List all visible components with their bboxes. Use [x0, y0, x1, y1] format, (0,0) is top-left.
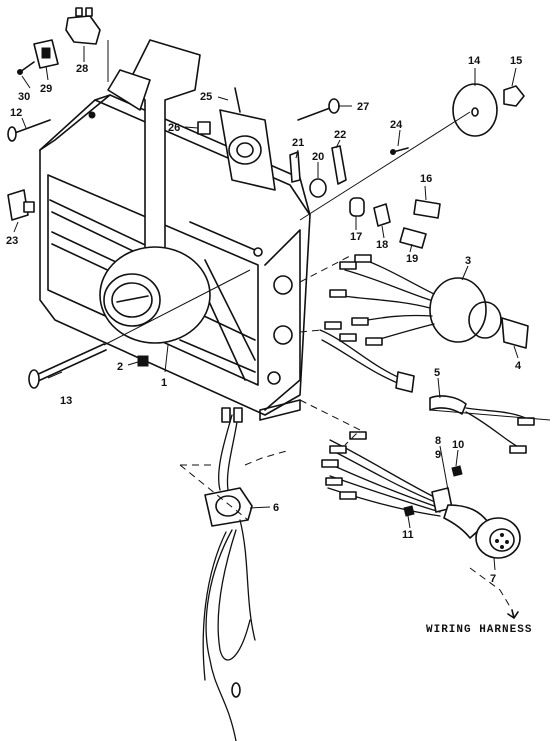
label-3: 3	[465, 255, 471, 267]
label-2: 2	[117, 361, 123, 373]
control-lever	[99, 39, 211, 344]
wiring-harness-connector	[321, 431, 521, 559]
long-bolt	[28, 269, 251, 389]
label-24: 24	[390, 119, 403, 131]
label-22: 22	[334, 129, 346, 141]
label-17: 17	[350, 231, 362, 243]
label-6: 6	[273, 502, 279, 514]
label-19: 19	[406, 253, 418, 265]
label-1: 1	[161, 377, 167, 389]
leader-lines	[13, 40, 519, 571]
label-16: 16	[420, 173, 432, 185]
label-14: 14	[468, 55, 481, 67]
label-12: 12	[10, 107, 22, 119]
label-27: 27	[357, 101, 369, 113]
label-28: 28	[76, 63, 88, 75]
label-4: 4	[515, 360, 522, 372]
label-18: 18	[376, 239, 388, 251]
label-25: 25	[200, 91, 212, 103]
screw-and-plug	[7, 119, 51, 221]
label-15: 15	[510, 55, 522, 67]
label-30: 30	[18, 91, 30, 103]
small-parts	[289, 145, 441, 249]
emergency-stop-switch	[202, 407, 256, 741]
label-20: 20	[312, 151, 324, 163]
label-11: 11	[402, 529, 414, 541]
label-29: 29	[40, 83, 52, 95]
part-labels: 1 2 3 4 5 6 7 8 9 10 11 12 13 14 15 16 1…	[6, 55, 532, 636]
label-21: 21	[292, 137, 304, 149]
label-23: 23	[6, 235, 18, 247]
assembly-dash-lines	[179, 255, 551, 619]
main-switch	[329, 254, 529, 349]
label-9: 9	[435, 449, 441, 461]
wiring-harness-caption: WIRING HARNESS	[426, 624, 532, 636]
label-13: 13	[60, 395, 72, 407]
label-7: 7	[490, 573, 496, 585]
shift-bracket	[197, 87, 340, 191]
label-26: 26	[168, 122, 180, 134]
washer-and-nut	[299, 83, 525, 221]
buzzer-harness	[319, 321, 535, 454]
label-5: 5	[434, 367, 440, 379]
label-10: 10	[452, 439, 464, 451]
neutral-switch-parts	[17, 7, 101, 75]
label-8: 8	[435, 435, 441, 447]
